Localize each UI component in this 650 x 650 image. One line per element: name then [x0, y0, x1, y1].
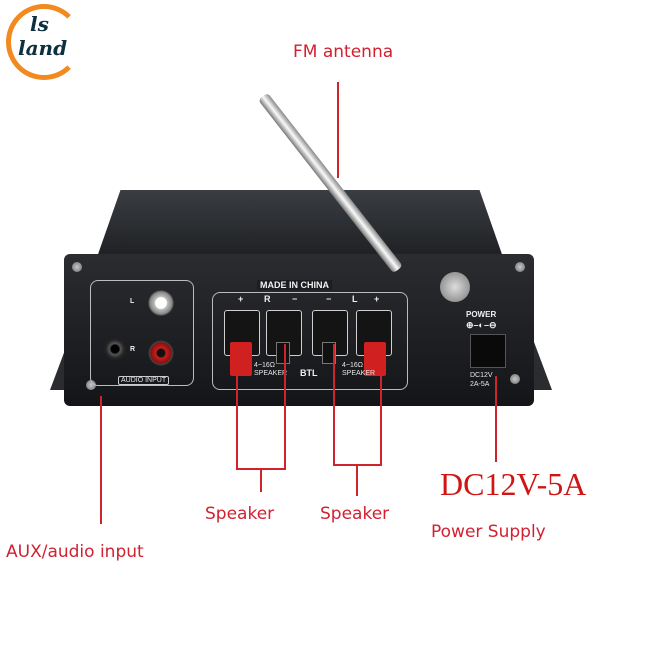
aux-input-label: AUX/audio input — [6, 542, 144, 562]
speaker-right-stem — [356, 464, 358, 496]
amplifier-top-heatsink — [96, 190, 504, 260]
aux-jack[interactable] — [104, 338, 126, 360]
speaker-left-pointer-a — [236, 374, 238, 470]
speaker-clip-red[interactable] — [364, 342, 386, 376]
audio-input-panel — [90, 280, 194, 386]
fm-antenna-pointer-line — [337, 82, 339, 178]
power-supply-label: Power Supply — [431, 522, 546, 542]
speaker-right-label: Speaker — [320, 504, 390, 524]
speaker-clip-red[interactable] — [230, 342, 252, 376]
dc-rating-label: DC12V-5A — [440, 466, 587, 502]
terminal-mark: + — [238, 294, 244, 304]
rca-input-left[interactable] — [148, 290, 174, 316]
terminal-mark: L — [352, 294, 358, 304]
dc-spec-line1: DC12V — [470, 372, 493, 379]
input-l-label: L — [130, 298, 135, 305]
antenna-base — [440, 272, 470, 302]
speaker-clip-black[interactable] — [322, 342, 336, 364]
dc-spec-line2: 2A-5A — [470, 381, 490, 388]
speaker-spec-right: 4~16Ω SPEAKER — [342, 362, 376, 377]
logo-ring — [6, 4, 82, 80]
speaker-terminal-panel — [212, 292, 408, 390]
terminal-mark: − — [326, 294, 332, 304]
input-r-label: R — [130, 346, 136, 353]
power-pointer-line — [495, 376, 497, 462]
speaker-left-label: Speaker — [205, 504, 275, 524]
polarity-icon: ⊕–◐–⊖ — [466, 320, 497, 330]
audio-input-label: AUDIO INPUT — [118, 376, 170, 385]
speaker-right-pointer-a — [333, 344, 335, 466]
terminal-mark: − — [292, 294, 298, 304]
speaker-left-pointer-b — [284, 344, 286, 470]
terminal-mark: R — [264, 294, 271, 304]
dc-power-jack[interactable] — [470, 334, 506, 368]
logo-text-line1: ls — [30, 12, 49, 36]
screw-icon — [72, 262, 82, 272]
speaker-right-pointer-b — [380, 372, 382, 466]
btl-label: BTL — [300, 368, 318, 378]
speaker-clip-black[interactable] — [276, 342, 290, 364]
screw-icon — [86, 380, 96, 390]
terminal-mark: + — [374, 294, 380, 304]
logo-text-line2: land — [18, 36, 68, 60]
speaker-spec-left: 4~16Ω SPEAKER — [254, 362, 288, 377]
screw-icon — [510, 374, 520, 384]
made-in-label: MADE IN CHINA — [257, 280, 332, 290]
fm-antenna-label: FM antenna — [293, 42, 394, 62]
speaker-left-stem — [260, 468, 262, 492]
rca-input-right[interactable] — [148, 340, 174, 366]
aux-pointer-line — [100, 396, 102, 524]
power-label: POWER — [466, 310, 497, 319]
screw-icon — [515, 262, 525, 272]
